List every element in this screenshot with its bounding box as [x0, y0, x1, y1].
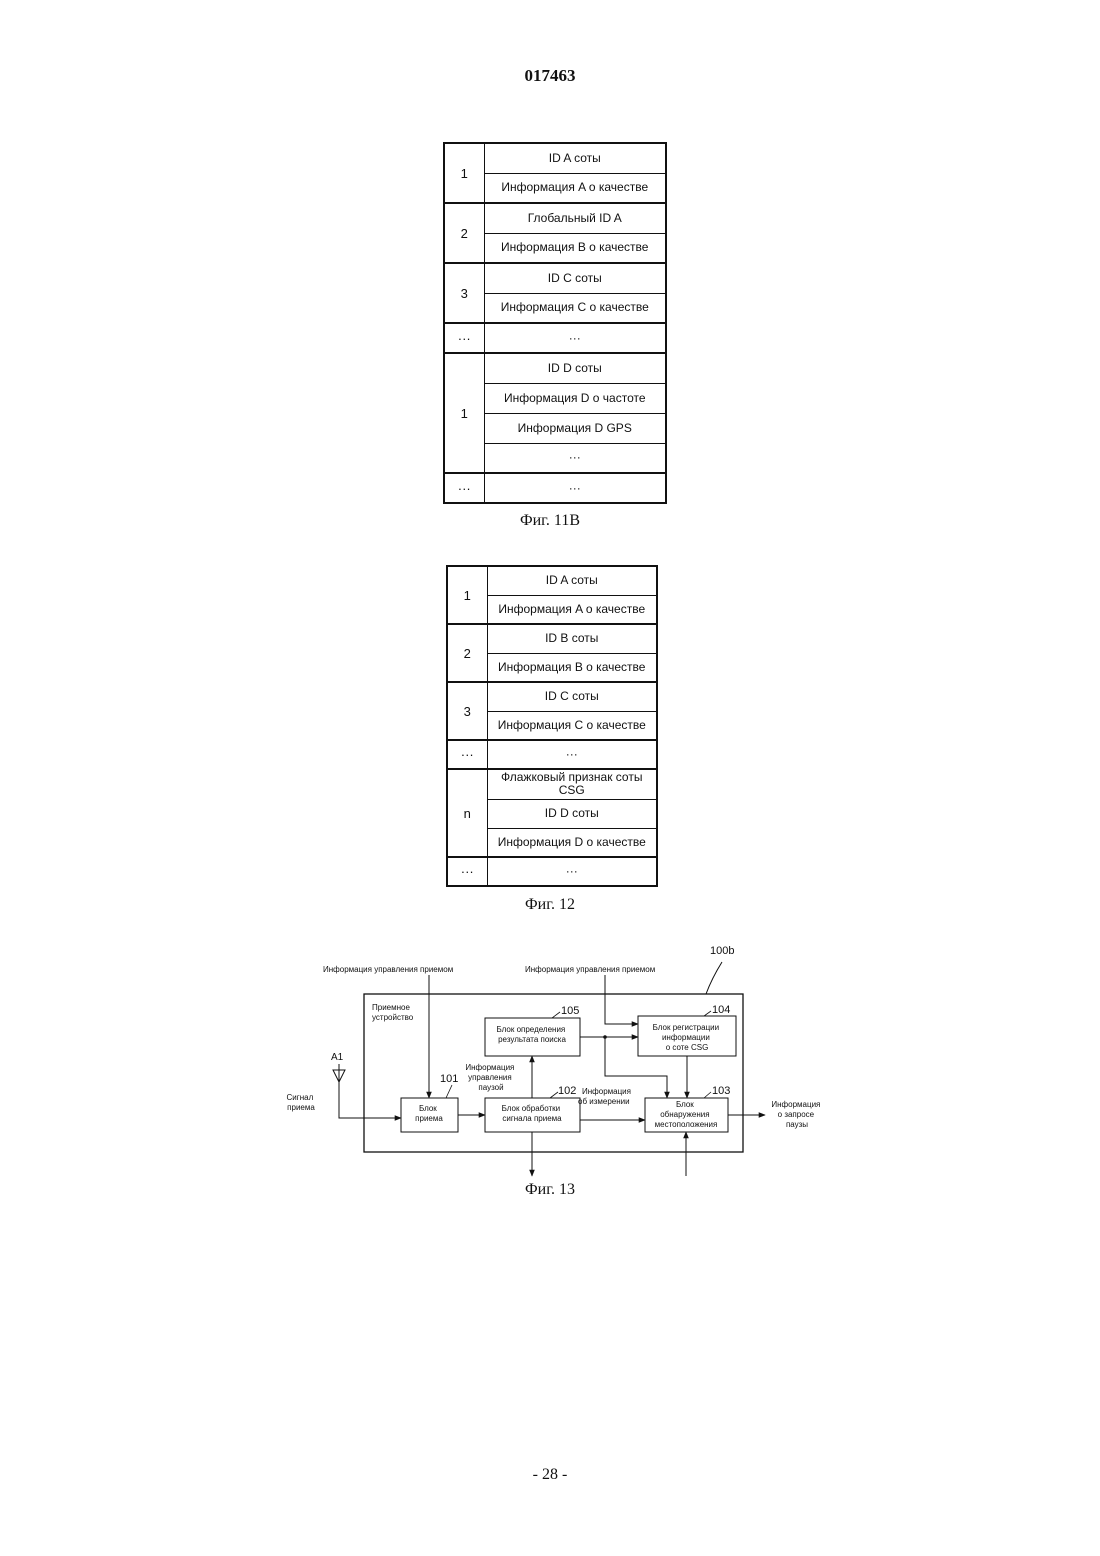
table-index-cell: 1: [444, 353, 484, 473]
table-index-cell: ···: [447, 857, 487, 886]
block-101-ref: 101: [440, 1073, 458, 1085]
table-cell: ID A соты: [484, 143, 666, 173]
table-cell: ···: [487, 740, 657, 769]
table-cell: ID C соты: [484, 263, 666, 293]
table-cell: Информация C о качестве: [484, 293, 666, 323]
table-index-cell: ···: [447, 740, 487, 769]
table-index-cell: ···: [444, 323, 484, 353]
table-cell: ID D соты: [484, 353, 666, 383]
table-index-cell: 2: [444, 203, 484, 263]
reception-control-info-right-label: Информация управления приемом: [525, 965, 655, 974]
block-105-ref: 105: [561, 1005, 579, 1017]
block-102-label: Блок обработки сигнала приема: [502, 1104, 563, 1123]
table-index-cell: 1: [447, 566, 487, 624]
right-control-input-line: [605, 975, 638, 1024]
block-104-ref: 104: [712, 1004, 730, 1016]
block-102-ref: 102: [558, 1085, 576, 1097]
table-cell: Флажковый признак соты CSG: [487, 769, 657, 799]
receiver-device-label: Приемное устройство: [372, 1003, 414, 1022]
table-cell: Информация A о качестве: [487, 595, 657, 624]
table-cell: Информация A о качестве: [484, 173, 666, 203]
antenna-label: A1: [331, 1052, 344, 1063]
block-103-ref: 103: [712, 1085, 730, 1097]
table-cell: Информация B о качестве: [487, 653, 657, 682]
table-cell: Глобальный ID A: [484, 203, 666, 233]
table-cell: ···: [484, 443, 666, 473]
table-index-cell: 1: [444, 143, 484, 203]
table-cell: ID B соты: [487, 624, 657, 653]
antenna-to-block-101-line: [339, 1064, 401, 1118]
table-index-cell: 3: [447, 682, 487, 740]
table-cell: ID A соты: [487, 566, 657, 595]
pause-control-info-label: Информация управления паузой: [465, 1063, 516, 1092]
reception-control-info-left-label: Информация управления приемом: [323, 965, 453, 974]
fig12-caption: Фиг. 12: [0, 896, 1100, 914]
table-cell: Информация C о качестве: [487, 711, 657, 740]
document-number: 017463: [0, 66, 1100, 86]
device-ref-label: 100b: [710, 945, 734, 957]
table-cell: Информация B о качестве: [484, 233, 666, 263]
table-cell: ···: [484, 473, 666, 503]
table-cell: Информация D GPS: [484, 413, 666, 443]
fig11b-caption: Фиг. 11B: [0, 512, 1100, 530]
fig13-caption: Фиг. 13: [0, 1181, 1100, 1199]
table-cell: ···: [484, 323, 666, 353]
table-cell: ···: [487, 857, 657, 886]
block-105-label: Блок определения результата поиска: [496, 1025, 567, 1044]
page-number: - 28 -: [0, 1466, 1100, 1484]
table-index-cell: 2: [447, 624, 487, 682]
device-ref-leader: [706, 962, 722, 994]
fig12-table: 1 ID A соты Информация A о качестве 2 ID…: [446, 565, 658, 887]
fig13-block-diagram: 100b Приемное устройство Информация упра…: [280, 938, 840, 1178]
table-cell: Информация D о качестве: [487, 828, 657, 857]
table-index-cell: ···: [444, 473, 484, 503]
fig11b-table: 1 ID A соты Информация A о качестве 2 Гл…: [443, 142, 667, 504]
table-cell: Информация D о частоте: [484, 383, 666, 413]
pause-request-info-label: Информация о запросе паузы: [771, 1100, 822, 1129]
measurement-info-label: Информация об измерении: [578, 1087, 633, 1106]
table-cell: ID D соты: [487, 799, 657, 828]
reception-signal-label: Сигнал приема: [287, 1093, 316, 1112]
table-cell: ID C соты: [487, 682, 657, 711]
table-index-cell: 3: [444, 263, 484, 323]
table-index-cell: n: [447, 769, 487, 857]
